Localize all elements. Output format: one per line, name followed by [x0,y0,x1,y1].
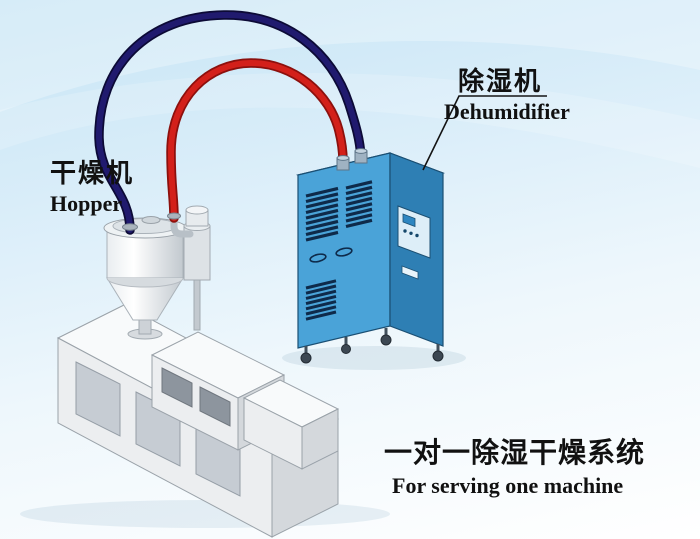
dehumidifier-label-cn: 除湿机 [458,67,543,97]
dehumidifier-label-en: Dehumidifier [444,99,570,124]
vent-oval [335,247,353,257]
caster-wheel [432,350,444,362]
caster-stems [304,328,440,354]
hose-flange-hopper [122,223,138,231]
vent-grille-upper-right [345,180,373,229]
barrel-side-face [301,408,339,470]
blower-motor-top [185,205,209,215]
caster-wheel [300,352,312,364]
hose-fitting-navy-top [354,148,368,154]
vent-oval [309,253,327,263]
vent-grille-lower-left [305,279,337,321]
dehumidifier-shadow [282,346,466,370]
control-panel-button [403,229,407,233]
machine-door-panel [75,361,121,437]
caster-wheel [341,344,351,354]
blower-down-pipe [193,277,201,331]
red-dry-air-hose [167,59,346,221]
hopper-lid-cap [141,216,161,224]
hopper-label-en: Hopper [50,191,123,216]
hose-flange-blower [167,212,181,220]
dehumidifier-cabinet [295,152,446,364]
system-caption-en: For serving one machine [392,473,624,498]
hose-fitting-red-top [336,155,350,161]
caster-wheel [380,334,392,346]
gearbox-window [161,367,193,408]
gearbox-window [199,386,231,427]
extruder-machine [56,304,340,538]
hopper-body-bottom-arc [106,277,184,288]
control-panel-display [402,213,416,228]
navy-return-air-hose [95,11,364,233]
system-caption-cn: 一对一除湿干燥系统 [384,436,646,469]
control-panel-button [409,231,413,235]
dehumidifier-label-pointer-line [422,95,547,171]
hopper-label-cn: 干燥机 [50,159,135,189]
side-sticker [401,265,419,280]
hopper-dryer [103,205,211,340]
blower-elbow-pipe [170,210,194,238]
vent-grille-upper-left [305,186,339,242]
control-panel-button [415,233,419,238]
